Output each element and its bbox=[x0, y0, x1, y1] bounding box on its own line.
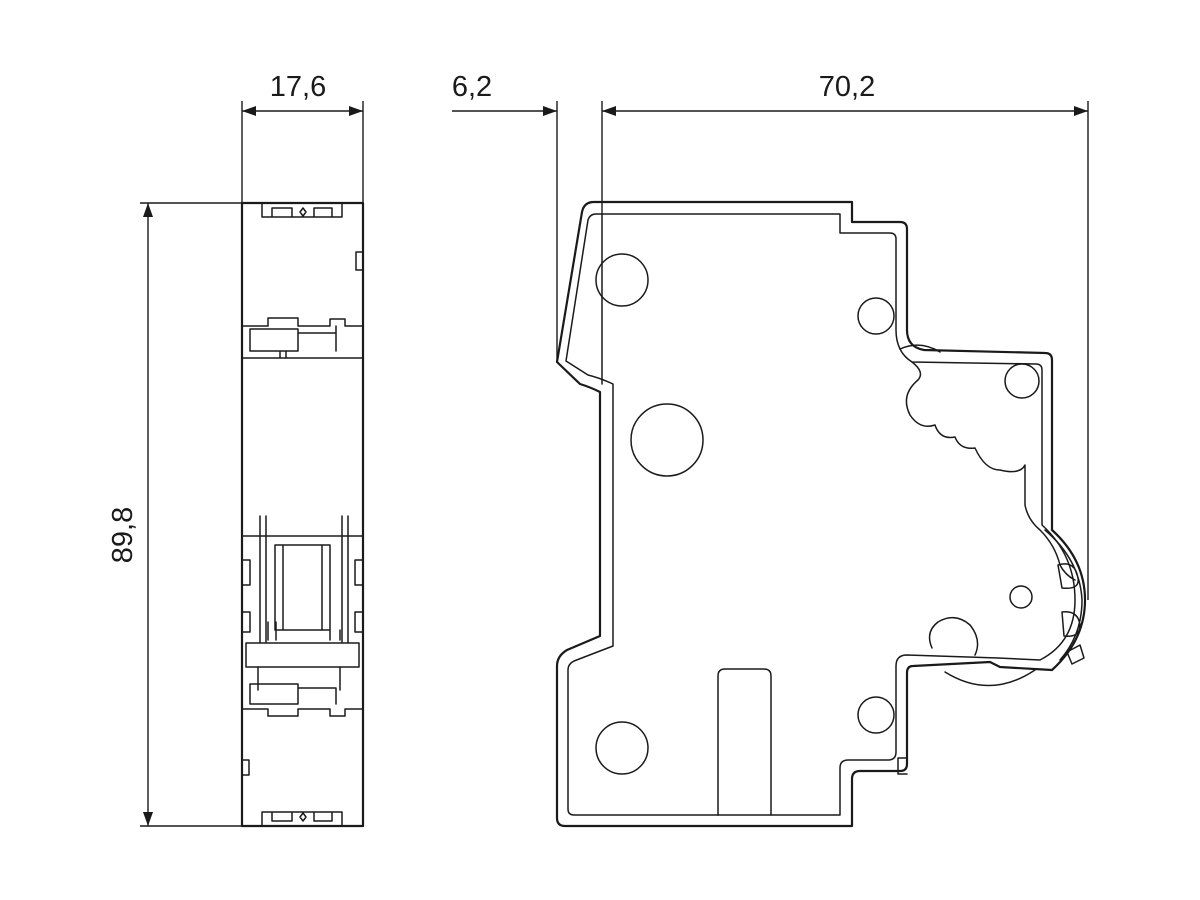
side-view bbox=[555, 200, 1087, 828]
side-view-screw-upper bbox=[857, 297, 895, 335]
front-view-body bbox=[240, 201, 365, 828]
dimension-width-front: 17,6 bbox=[241, 71, 364, 203]
front-view-lower-terminal bbox=[241, 666, 364, 717]
side-view-screw-lower bbox=[857, 696, 895, 734]
dimension-width-front-label: 17,6 bbox=[270, 71, 326, 103]
dimension-depth-side-label: 70,2 bbox=[819, 71, 875, 103]
dimension-height: 89,8 bbox=[107, 202, 242, 827]
side-view-hole-top-left bbox=[595, 253, 649, 307]
front-view-upper-notch bbox=[355, 251, 364, 271]
side-view-notch-right bbox=[897, 757, 908, 775]
front-view-bottom-clip bbox=[261, 811, 343, 827]
front-view-lower-notch bbox=[241, 759, 250, 776]
side-view-mechanism-lobes bbox=[905, 361, 1076, 581]
side-view-inner-contour bbox=[565, 213, 1076, 816]
side-view-outer-contour bbox=[555, 200, 1087, 828]
side-view-hole-right-upper bbox=[1004, 363, 1040, 399]
side-view-arc bbox=[944, 669, 1036, 687]
front-view bbox=[240, 201, 365, 828]
dimension-depth-side: 70,2 bbox=[602, 71, 1089, 600]
side-view-hole-center bbox=[630, 403, 704, 477]
side-view-hole-bottom-left bbox=[595, 721, 649, 775]
dimension-height-label: 89,8 bbox=[107, 507, 139, 563]
dimension-offset-side-label: 6,2 bbox=[452, 71, 492, 103]
side-view-rocker bbox=[1044, 529, 1085, 665]
front-view-toggle-mechanism bbox=[241, 515, 364, 668]
side-view-hole-right-lower bbox=[1009, 585, 1033, 609]
front-view-upper-terminal bbox=[241, 317, 364, 359]
side-view-mechanism-lower bbox=[928, 616, 979, 656]
side-view-slot bbox=[717, 668, 772, 816]
front-view-top-clip bbox=[261, 202, 343, 218]
dimension-offset-side: 6,2 bbox=[452, 71, 616, 362]
side-view-notch-top bbox=[899, 344, 941, 353]
